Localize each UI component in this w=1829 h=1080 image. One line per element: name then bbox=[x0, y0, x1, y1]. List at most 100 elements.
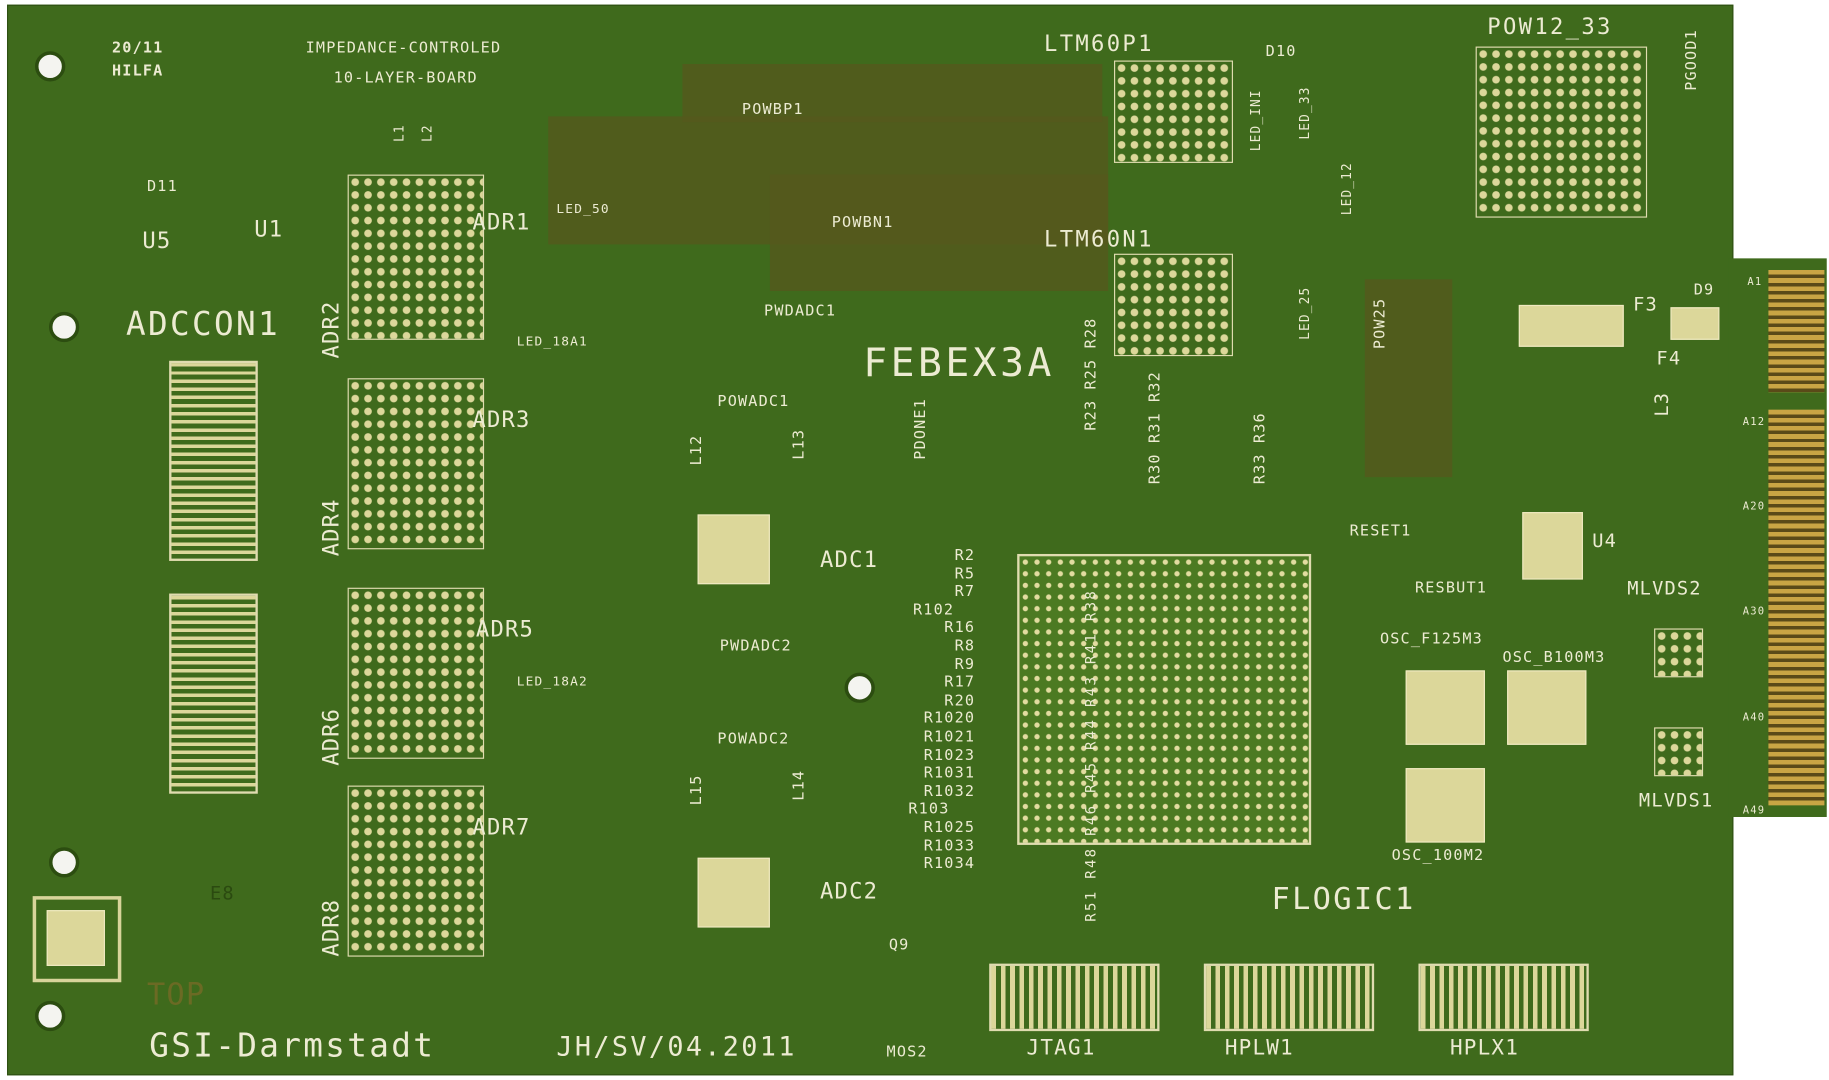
mounting-hole bbox=[48, 847, 80, 878]
label-adr4: ADR4 bbox=[318, 498, 345, 557]
edge-pin-label: A49 bbox=[1742, 805, 1766, 817]
manufacturer-logo: HILFA bbox=[111, 62, 164, 81]
osc-b100-footprint bbox=[1507, 670, 1587, 745]
label-l1: L1 bbox=[391, 124, 408, 142]
ground-pad bbox=[46, 910, 105, 966]
edge-fingers-top bbox=[1768, 270, 1825, 393]
label-adccon1: ADCCON1 bbox=[125, 304, 280, 344]
label-pow25: POW25 bbox=[1371, 297, 1390, 350]
label-adr1: ADR1 bbox=[472, 209, 531, 236]
adc2-footprint bbox=[697, 857, 770, 928]
author-date-label: JH/SV/04.2011 bbox=[556, 1032, 797, 1063]
label-resbut1: RESBUT1 bbox=[1414, 579, 1488, 598]
label-f4: F4 bbox=[1656, 346, 1682, 369]
hplx1-connector bbox=[1418, 963, 1589, 1032]
label-pwdadc2: PWDADC2 bbox=[719, 637, 792, 656]
adr56-footprints bbox=[347, 587, 485, 759]
label-u4: U4 bbox=[1592, 529, 1618, 552]
hplw1-connector bbox=[1203, 963, 1375, 1032]
label-led-ini: LED_INI bbox=[1248, 89, 1264, 152]
fuse-pads bbox=[1518, 304, 1624, 347]
d9-pads bbox=[1670, 307, 1720, 340]
adr78-footprints bbox=[347, 785, 485, 957]
adr12-footprints bbox=[347, 174, 485, 340]
label-mlvds2: MLVDS2 bbox=[1627, 577, 1702, 600]
osc-100-footprint bbox=[1405, 768, 1485, 843]
mlvds2-footprint bbox=[1654, 628, 1704, 678]
mounting-hole bbox=[844, 672, 875, 703]
label-adr8: ADR8 bbox=[318, 898, 345, 957]
adccon1-lower bbox=[169, 593, 258, 794]
label-resistor: R20 bbox=[944, 692, 976, 710]
label-u1: U1 bbox=[254, 216, 284, 243]
edge-pin-label: A1 bbox=[1747, 276, 1763, 289]
label-resistor: R8 bbox=[954, 637, 976, 656]
label-powbp1: POWBP1 bbox=[741, 101, 804, 119]
label-resistor: R1021 bbox=[923, 728, 976, 746]
power-plane bbox=[769, 174, 1109, 291]
label-adr2: ADR2 bbox=[318, 300, 345, 359]
label-l2: L2 bbox=[419, 124, 436, 142]
label-ltm60n1: LTM60N1 bbox=[1044, 226, 1154, 253]
label-hplw1: HPLW1 bbox=[1224, 1035, 1294, 1061]
label-hplx1: HPLX1 bbox=[1449, 1035, 1520, 1061]
edge-fingers-bottom bbox=[1768, 409, 1825, 806]
label-led12: LED_12 bbox=[1339, 162, 1355, 216]
label-r51-r38: R51 R48 R46 R45 R44 R43 R41 R38 bbox=[1082, 588, 1099, 922]
edge-pin-label: A30 bbox=[1742, 606, 1766, 618]
label-pwdadc1: PWDADC1 bbox=[764, 302, 837, 321]
label-d9: D9 bbox=[1693, 281, 1715, 300]
label-resistor: R16 bbox=[944, 619, 976, 638]
power-plane bbox=[1364, 279, 1453, 478]
label-resistor: R1033 bbox=[923, 837, 976, 855]
label-l14: L14 bbox=[790, 769, 809, 801]
label-resistor: R17 bbox=[944, 674, 976, 692]
label-led25: LED_25 bbox=[1297, 286, 1313, 340]
ltm60n1-footprint bbox=[1114, 253, 1233, 357]
layer-note: 10-LAYER-BOARD bbox=[333, 69, 478, 88]
organization-label: GSI-Darmstadt bbox=[149, 1026, 436, 1065]
edge-pin-label: A12 bbox=[1742, 416, 1766, 429]
label-r30-r32: R30 R31 R32 bbox=[1146, 371, 1165, 485]
label-q9: Q9 bbox=[888, 936, 910, 955]
label-osc-100m2: OSC_100M2 bbox=[1391, 847, 1485, 865]
label-resistor: R103 bbox=[908, 801, 950, 819]
osc-f125-footprint bbox=[1405, 670, 1485, 745]
label-osc-f125m3: OSC_F125M3 bbox=[1379, 630, 1483, 649]
power-plane bbox=[682, 64, 1103, 123]
label-adr5: ADR5 bbox=[475, 616, 534, 643]
mounting-hole bbox=[34, 1000, 66, 1032]
label-adr3: ADR3 bbox=[472, 407, 531, 433]
label-adc2: ADC2 bbox=[820, 878, 879, 905]
adr34-footprints bbox=[347, 378, 485, 550]
label-resistor: R5 bbox=[954, 565, 976, 583]
mounting-hole bbox=[34, 51, 66, 82]
label-adr6: ADR6 bbox=[318, 707, 345, 766]
label-r33-r36: R33 R36 bbox=[1251, 412, 1270, 485]
label-resistor: R1023 bbox=[923, 746, 976, 765]
label-led18a2: LED_18A2 bbox=[516, 673, 588, 689]
mounting-hole bbox=[48, 311, 80, 343]
label-resistor: R2 bbox=[954, 546, 976, 565]
label-resistor: R1031 bbox=[923, 764, 976, 783]
label-powadc2: POWADC2 bbox=[717, 730, 790, 749]
label-led18a1: LED_18A1 bbox=[516, 334, 588, 350]
label-mlvds1: MLVDS1 bbox=[1638, 789, 1714, 812]
fpga-bga-footprint bbox=[1017, 553, 1312, 845]
label-adr7: ADR7 bbox=[472, 814, 531, 841]
label-jtag1: JTAG1 bbox=[1026, 1035, 1096, 1061]
edge-pin-label: A20 bbox=[1742, 501, 1766, 514]
label-resistor: R1034 bbox=[923, 855, 976, 873]
label-r23-r28: R23 R25 R28 bbox=[1082, 317, 1101, 431]
label-d10: D10 bbox=[1265, 43, 1297, 61]
label-powadc1: POWADC1 bbox=[717, 393, 790, 411]
label-mos2: MOS2 bbox=[886, 1043, 928, 1062]
label-pow12: POW12_33 bbox=[1487, 13, 1613, 40]
handwritten-mark: E8 bbox=[209, 882, 235, 905]
label-reset1: RESET1 bbox=[1349, 522, 1412, 541]
label-led33: LED_33 bbox=[1297, 86, 1313, 140]
pow12-footprint bbox=[1475, 46, 1648, 218]
label-d11: D11 bbox=[146, 178, 178, 196]
mlvds1-footprint bbox=[1654, 727, 1704, 777]
